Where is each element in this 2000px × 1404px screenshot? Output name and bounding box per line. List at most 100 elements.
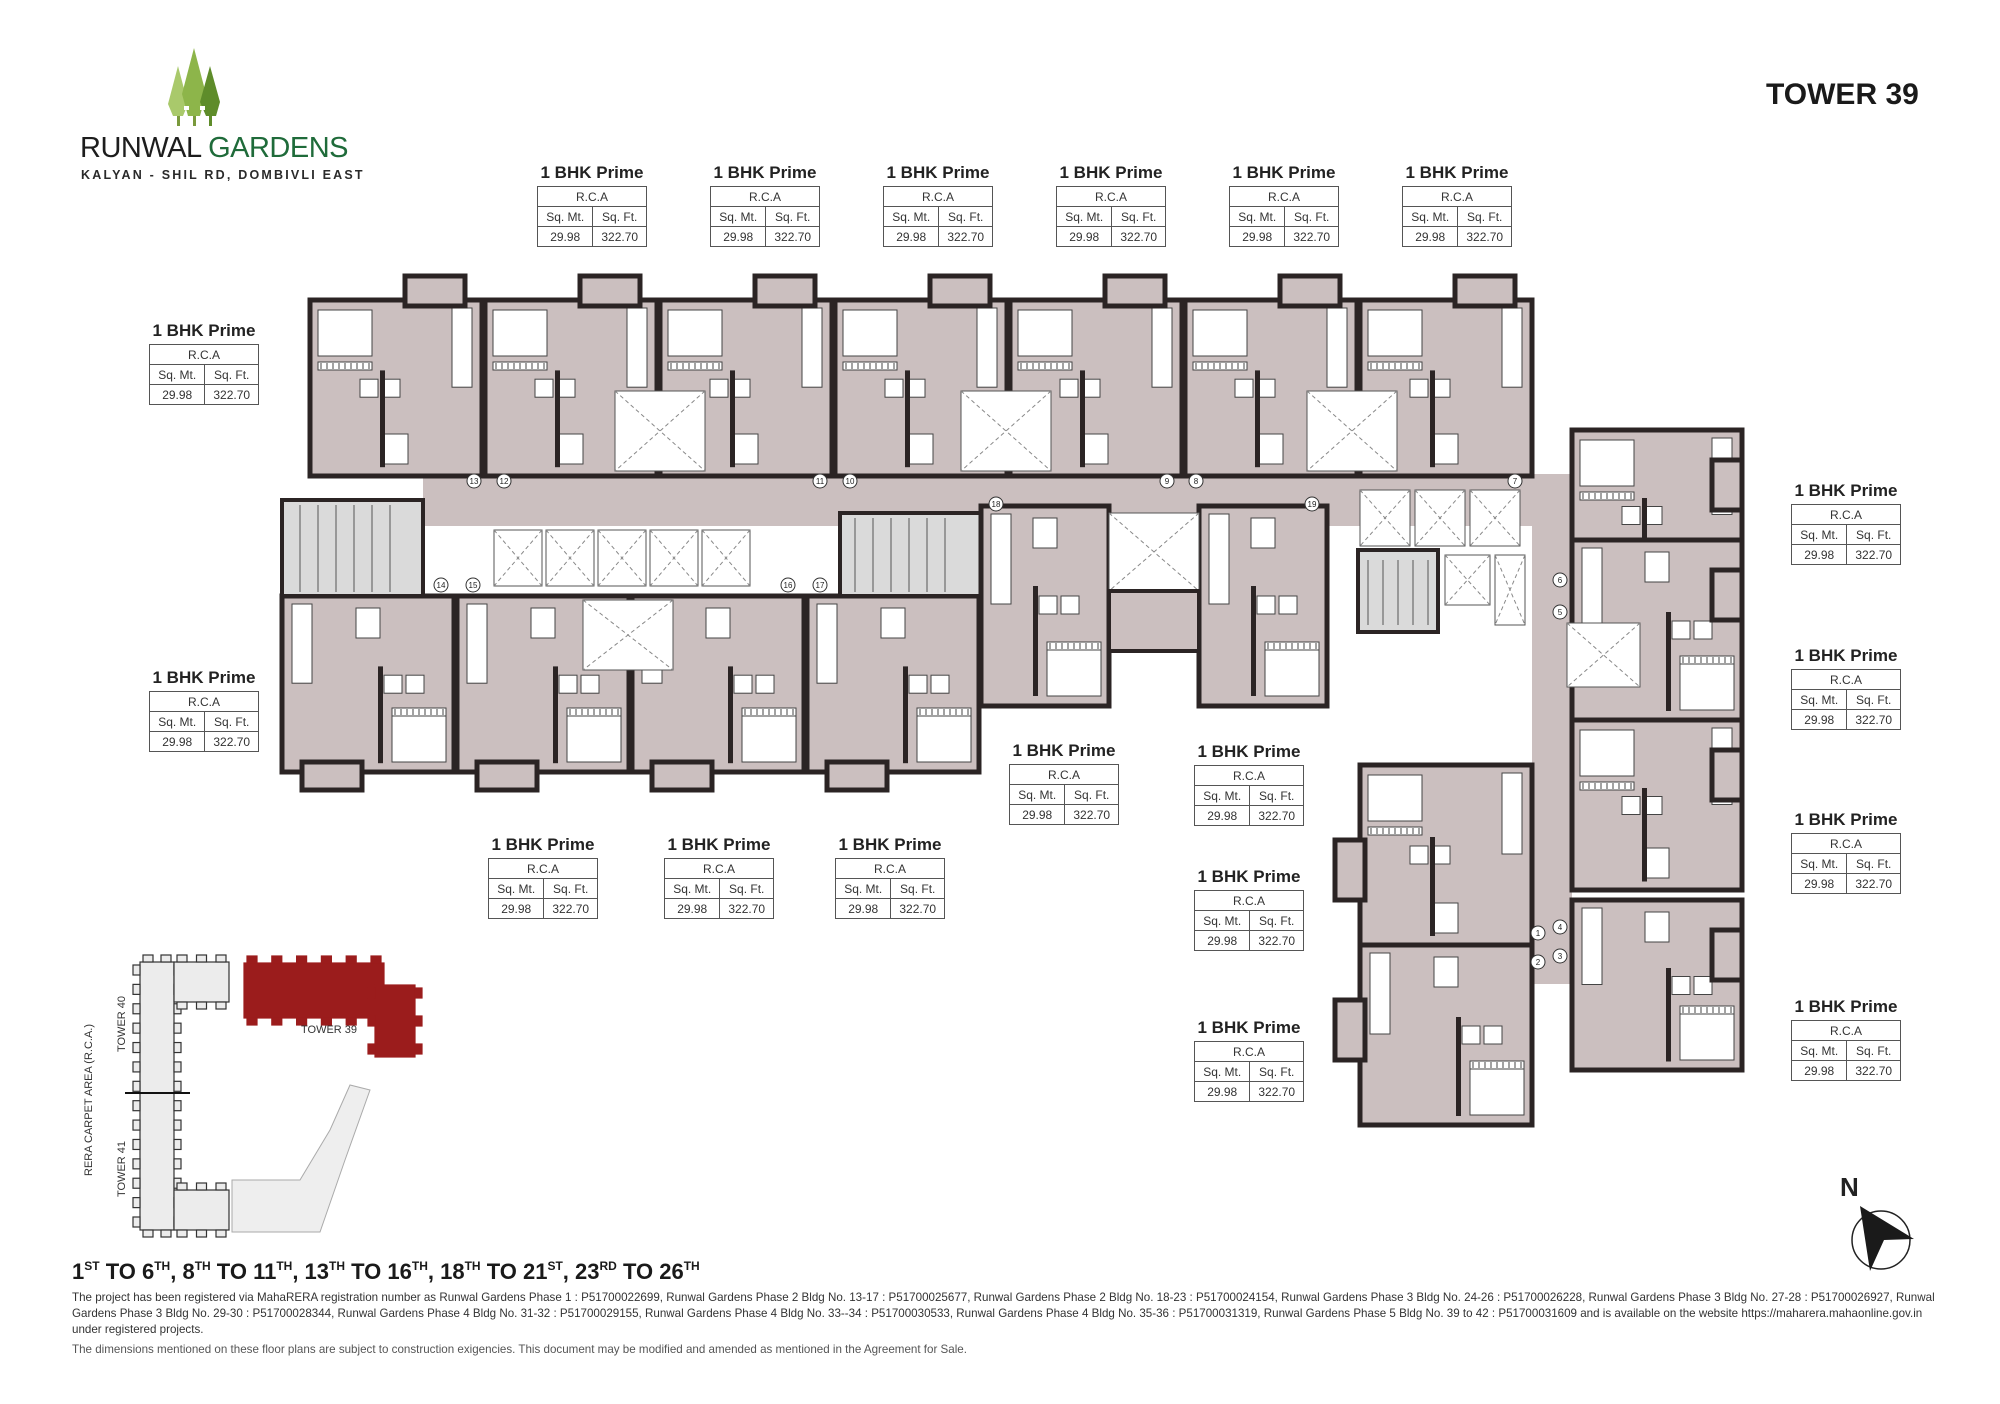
furniture (1017, 309, 1073, 357)
light-well-diag (1306, 390, 1398, 472)
floor-number: TO 21 (480, 1259, 548, 1284)
col-sqft: Sq. Ft. (1846, 1040, 1901, 1061)
unit-number: 9 (1165, 477, 1170, 486)
floor-number: TO 16 (345, 1259, 412, 1284)
key-tower-40-41-notch (132, 1100, 141, 1112)
unit-number-marker (1304, 496, 1320, 512)
light-well-diag (614, 390, 706, 472)
floor-number: 1 (72, 1259, 85, 1284)
floor-number: , 18 (427, 1259, 465, 1284)
key-tower-40-41-notch (132, 983, 141, 995)
furniture (1192, 309, 1248, 357)
unit-number-marker (1530, 954, 1546, 970)
unit-number-marker (496, 473, 512, 489)
furniture (1256, 595, 1276, 615)
north-arrow-icon (1851, 1206, 1914, 1271)
lift-shaft-diag (597, 529, 647, 587)
furniture (1621, 506, 1641, 525)
unit-number-marker (1188, 473, 1204, 489)
light-well-diag (1566, 622, 1641, 688)
key-tower-39-highlight (243, 962, 385, 1019)
light-well-diag (1306, 390, 1398, 472)
col-sqmt: Sq. Mt. (1193, 910, 1251, 931)
internal-wall (553, 666, 558, 764)
furniture (709, 378, 729, 398)
value-sqmt: 29.98 (1008, 804, 1066, 825)
logo-trees-icon (168, 48, 220, 126)
corridor-vertical (1532, 474, 1572, 984)
lift-shaft-diag (1359, 489, 1411, 547)
furniture (916, 715, 972, 763)
brand-word-runwal: RUNWAL (80, 132, 201, 164)
lift-shaft-diag (1444, 554, 1491, 606)
unit-kitchen-bay (299, 759, 365, 793)
col-sqft: Sq. Ft. (1457, 206, 1512, 227)
key-tower-40-41-notch (173, 1100, 182, 1112)
unit-number-marker (433, 577, 449, 593)
key-tower-40-top-notch (195, 954, 208, 963)
unit-number-marker (1530, 925, 1546, 941)
furniture (534, 378, 554, 398)
furniture (667, 309, 723, 357)
unit-number-marker (812, 577, 828, 593)
floor-suffix: TH (194, 1259, 211, 1273)
value-sqmt: 29.98 (882, 226, 940, 247)
brand-name: RUNWAL GARDENS (80, 132, 349, 165)
furniture (530, 607, 556, 639)
key-tower-39-highlight-notch (320, 1017, 332, 1026)
value-sqft: 322.70 (890, 898, 945, 919)
unit-number-marker (1507, 473, 1523, 489)
key-tower-39-highlight-notch (246, 1017, 258, 1026)
furniture (1369, 952, 1391, 1035)
furniture (359, 378, 379, 398)
unit-type: 1 BHK Prime (1794, 810, 1898, 829)
key-tower-40-top-notch (176, 1001, 188, 1010)
value-sqft: 322.70 (1111, 226, 1166, 247)
internal-wall (903, 666, 908, 764)
rca-header: R.C.A (1194, 890, 1304, 911)
unit-kitchen-bay (649, 759, 715, 793)
floor-suffix: TH (464, 1259, 481, 1273)
floor-suffix: RD (599, 1259, 617, 1273)
unit-number: 4 (1558, 923, 1563, 932)
floor-number: TO 6 (99, 1259, 155, 1284)
unit-number-marker (812, 473, 828, 489)
key-tower-39-highlight-notch (370, 955, 382, 964)
rera-registration-text: The project has been registered via Maha… (72, 1291, 1935, 1336)
furniture (1501, 772, 1523, 855)
unit-number-marker (1552, 948, 1568, 964)
value-sqmt: 29.98 (709, 226, 767, 247)
unit-type: 1 BHK Prime (667, 835, 771, 854)
unit-type: 1 BHK Prime (1405, 163, 1509, 182)
unit-type: 1 BHK Prime (1197, 1018, 1301, 1037)
unit-type: 1 BHK Prime (1197, 867, 1301, 886)
staircase (838, 511, 983, 598)
value-sqft: 322.70 (1064, 804, 1119, 825)
key-tower-40-41-notch (132, 1022, 141, 1034)
key-tower-40-41-notch (132, 1041, 141, 1054)
unit-kitchen-bay (1709, 747, 1745, 803)
furniture (1644, 911, 1670, 943)
internal-wall (1430, 837, 1435, 936)
key-tower-40-41-notch (173, 1138, 182, 1151)
key-tower-40-41-notch (132, 964, 141, 976)
internal-wall (1456, 1017, 1461, 1116)
unit-number-marker (780, 577, 796, 593)
key-tower-41-bottom-notch (176, 1182, 188, 1191)
key-plan-side-label: RERA CARPET AREA (R.C.A.) (83, 1023, 95, 1176)
furniture (1579, 439, 1635, 487)
furniture (1059, 378, 1079, 398)
unit-type: 1 BHK Prime (1232, 163, 1336, 182)
furniture (355, 607, 381, 639)
key-tower-40-41-notch (173, 1080, 182, 1092)
light-well-diag (1566, 622, 1641, 688)
internal-wall (730, 370, 735, 468)
unit-number-marker (465, 577, 481, 593)
